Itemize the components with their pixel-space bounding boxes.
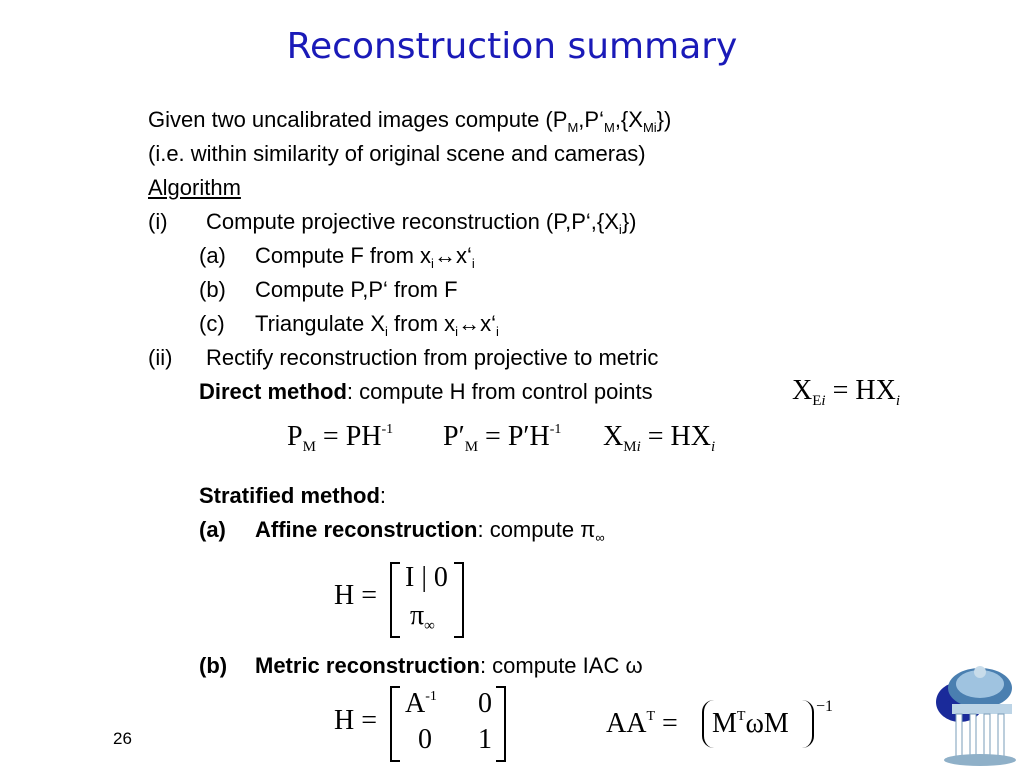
step-i-b: (b)Compute P,P‘ from F [199, 277, 458, 302]
affine-row-2: π∞ [410, 600, 435, 634]
old-well-logo [936, 666, 1016, 766]
affine-row-1: I | 0 [405, 562, 448, 593]
page-number: 26 [113, 729, 132, 748]
equation-xe: XEi = HXi [792, 375, 900, 409]
metric-r2c2: 1 [478, 724, 492, 755]
affine-left-bracket [390, 562, 400, 638]
metric-r1c1: A-1 [405, 688, 437, 719]
similarity-note: (i.e. within similarity of original scen… [148, 141, 646, 166]
equation-aat: AAT = [606, 708, 678, 739]
aat-exponent: −1 [816, 698, 834, 715]
equation-pm: PM = PH-1 [287, 421, 394, 455]
equation-mtwm: MTωM [712, 708, 789, 739]
affine-h-lhs: H = [334, 580, 378, 611]
affine-right-bracket [454, 562, 464, 638]
affine-reconstruction-line: (a)Affine reconstruction: compute π∞ [199, 517, 605, 545]
aat-left-paren [702, 700, 714, 748]
aat-right-paren [802, 700, 814, 748]
metric-reconstruction-line: (b)Metric reconstruction: compute IAC ω [199, 653, 643, 678]
metric-r1c2: 0 [478, 688, 492, 719]
equation-pm-prime: P′M = P′H-1 [443, 421, 562, 455]
algorithm-heading: Algorithm [148, 175, 241, 200]
direct-method-line: Direct method: compute H from control po… [199, 379, 653, 404]
metric-left-bracket [390, 686, 400, 762]
metric-right-bracket [496, 686, 506, 762]
stratified-method-line: Stratified method: [199, 483, 387, 508]
step-i-c: (c)Triangulate Xi from xi↔x‘i [199, 311, 499, 339]
metric-r2c1: 0 [418, 724, 432, 755]
slide-title: Reconstruction summary [286, 26, 738, 67]
step-ii: (ii)Rectify reconstruction from projecti… [148, 345, 659, 370]
step-i-a: (a)Compute F from xi↔x‘i [199, 243, 475, 271]
equation-xm: XMi = HXi [603, 421, 716, 455]
intro-line: Given two uncalibrated images compute (P… [148, 107, 672, 135]
step-i: (i)Compute projective reconstruction (P,… [148, 209, 637, 237]
metric-h-lhs: H = [334, 705, 378, 736]
